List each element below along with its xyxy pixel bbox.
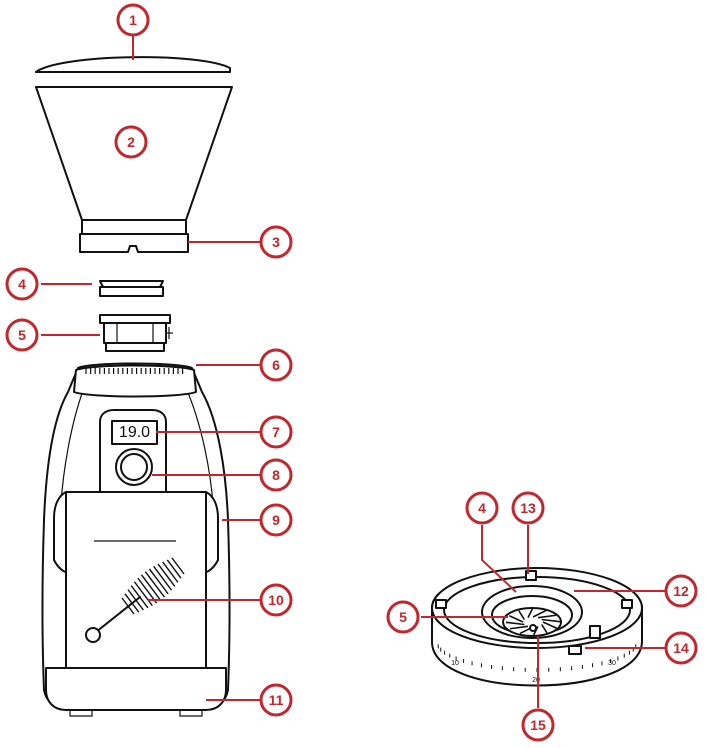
svg-text:15: 15 <box>530 717 546 733</box>
lower-burr <box>99 314 173 352</box>
svg-text:9: 9 <box>272 512 280 528</box>
callout-5: 5 <box>5 318 39 352</box>
svg-text:11: 11 <box>269 692 284 708</box>
callout-6: 6 <box>259 348 293 382</box>
callout-8: 8 <box>259 458 293 492</box>
svg-text:5: 5 <box>18 327 26 343</box>
svg-text:4: 4 <box>478 500 486 516</box>
callout-7: 7 <box>259 415 293 449</box>
ring-label-30: 30 <box>608 660 616 667</box>
leader-lines <box>41 34 665 708</box>
svg-text:4: 4 <box>18 276 26 292</box>
svg-text:8: 8 <box>272 467 280 483</box>
svg-text:10: 10 <box>268 592 284 608</box>
burr-carrier-closeup: 10 20 30 <box>431 567 643 687</box>
svg-text:1: 1 <box>129 12 137 28</box>
svg-text:14: 14 <box>673 640 689 656</box>
callout-4: 4 <box>5 267 39 301</box>
callout-10: 10 <box>259 583 293 617</box>
callout-1: 1 <box>116 3 150 37</box>
base <box>45 667 227 711</box>
bean-hopper <box>35 86 233 253</box>
display-value: 19.0 <box>119 424 150 441</box>
svg-text:3: 3 <box>272 234 280 250</box>
callout-13: 13 <box>511 491 545 525</box>
upper-burr <box>99 280 164 297</box>
callout-12: 12 <box>664 574 698 608</box>
svg-text:6: 6 <box>272 357 280 373</box>
cleaning-brush <box>85 557 185 643</box>
callout-14: 14 <box>664 631 698 665</box>
svg-text:5: 5 <box>399 609 407 625</box>
svg-text:7: 7 <box>272 424 280 440</box>
grind-dial-ticks <box>85 368 184 374</box>
grinder-body: 19.0 <box>41 362 231 717</box>
tab-14 <box>568 645 582 655</box>
adjustment-tab <box>525 570 537 581</box>
svg-text:12: 12 <box>673 583 689 599</box>
callout-2: 2 <box>114 125 148 159</box>
hopper-collar <box>79 233 189 253</box>
callout-4-closeup: 4 <box>465 491 499 525</box>
callout-5-closeup: 5 <box>386 600 420 634</box>
svg-text:13: 13 <box>520 500 536 516</box>
hopper-lid <box>35 56 231 73</box>
callout-9: 9 <box>259 503 293 537</box>
callout-15: 15 <box>521 708 555 742</box>
callout-3: 3 <box>259 225 293 259</box>
svg-text:2: 2 <box>127 134 135 150</box>
callout-11: 11 <box>259 683 293 717</box>
ring-scale-ticks <box>437 644 637 672</box>
ring-label-20: 20 <box>532 677 540 684</box>
ring-label-10: 10 <box>451 660 459 667</box>
